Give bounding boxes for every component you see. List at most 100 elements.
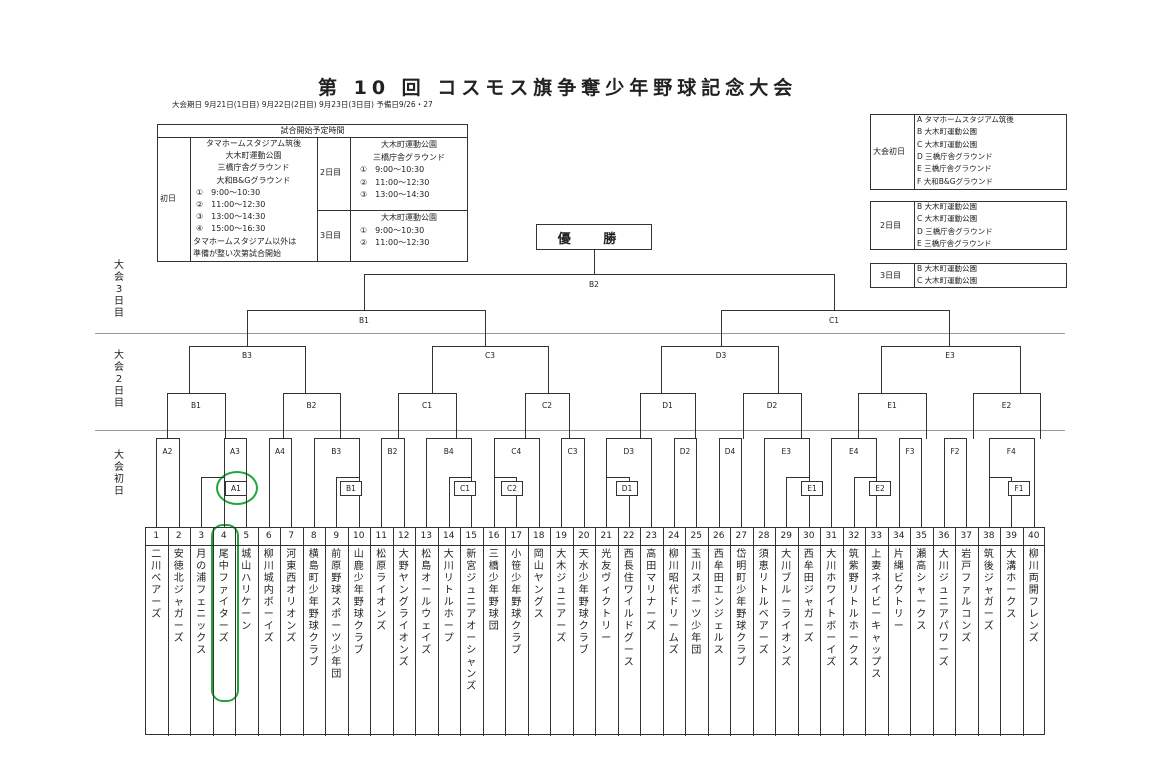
venue-box-day2 xyxy=(870,201,1067,250)
team-number: 25 xyxy=(690,531,702,541)
team-name: 三橋少年野球団 xyxy=(488,549,499,632)
bracket-line xyxy=(661,346,662,394)
team-number: 34 xyxy=(893,531,905,541)
bracket-line xyxy=(865,527,866,736)
sub-match-box: F1 xyxy=(1008,481,1030,496)
match-label: A4 xyxy=(275,447,285,456)
team-number: 38 xyxy=(983,531,995,541)
match-label: C1 xyxy=(421,401,432,410)
bracket-line xyxy=(291,438,293,528)
bracket-line xyxy=(842,527,844,736)
venue-item: D 三橋庁舎グラウンド xyxy=(917,151,993,161)
event-dates: 大会期日 9月21日(1日目) 9月22日(2日目) 9月23日(3日目) 予備… xyxy=(172,100,433,109)
bracket-line xyxy=(167,393,168,439)
team-number: 14 xyxy=(443,531,455,541)
team-name: 筑紫野リトルホークス xyxy=(848,549,859,668)
sub-match-box: C1 xyxy=(454,481,476,496)
bracket-line xyxy=(673,438,698,439)
bracket-line xyxy=(302,527,304,736)
team-number: 29 xyxy=(780,531,792,541)
team-name: 安徳北ジャガーズ xyxy=(173,549,184,644)
bracket-line xyxy=(201,477,203,528)
venue-item: C 大木町運動公園 xyxy=(917,214,978,224)
team-number: 36 xyxy=(938,531,950,541)
bracket-line xyxy=(212,527,214,736)
section-day1-label: 大会初日 xyxy=(114,450,124,497)
day3-schedule-line: 大木町運動公園 xyxy=(381,213,437,222)
section-separator xyxy=(95,430,1065,431)
bracket-line xyxy=(853,477,878,478)
bracket-line xyxy=(898,438,900,528)
bracket-line xyxy=(525,393,526,439)
team-number: 24 xyxy=(668,531,680,541)
day1-schedule-line: タマホームスタジアム以外は xyxy=(193,236,297,246)
bracket-line xyxy=(392,527,394,736)
bracket-line xyxy=(358,477,360,528)
bracket-line xyxy=(775,527,776,736)
bracket-line xyxy=(741,438,743,528)
bracket-line xyxy=(493,477,518,478)
venue-item: B 大木町運動公園 xyxy=(917,202,978,211)
match-label: A3 xyxy=(230,447,240,456)
team-name: 須恵リトルベアーズ xyxy=(758,549,769,656)
bracket-line xyxy=(977,527,979,736)
bracket-line xyxy=(898,438,923,439)
bracket-line xyxy=(280,527,281,736)
match-label: C3 xyxy=(484,351,495,360)
match-label: B3 xyxy=(242,351,252,360)
bracket-line xyxy=(858,393,859,439)
page-title: 第 10 回 コスモス旗争奪少年野球記念大会 xyxy=(318,77,798,99)
team-name: 山鹿少年野球クラブ xyxy=(353,549,364,656)
team-number: 33 xyxy=(870,531,882,541)
bracket-line xyxy=(932,527,934,736)
team-name: 上妻ネイビーキャップス xyxy=(871,549,882,680)
match-label: E1 xyxy=(887,401,897,410)
team-name: 前原野球スポーツ少年団 xyxy=(331,549,342,680)
bracket-line xyxy=(313,438,315,528)
bracket-line xyxy=(881,346,1021,347)
team-name: 尾中ファイターズ xyxy=(218,549,229,644)
bracket-line xyxy=(283,393,284,439)
bracket-line xyxy=(606,477,608,528)
champion-box: 優 勝 xyxy=(536,224,652,250)
day2-schedule-line: 大木町運動公園 xyxy=(381,140,437,149)
team-name: 柳川昭代ドリームズ xyxy=(668,549,679,656)
bracket-line xyxy=(673,438,675,528)
bracket-line xyxy=(156,438,158,528)
bracket-line xyxy=(778,346,779,394)
bracket-line xyxy=(763,438,810,439)
bracket-line xyxy=(949,310,950,347)
team-name: 横島町少年野球クラブ xyxy=(308,549,319,668)
team-name: 新宮ジュニアオーシャンズ xyxy=(466,549,477,692)
bracket-line xyxy=(364,274,365,311)
bracket-line xyxy=(640,527,641,736)
match-label: B2 xyxy=(387,447,398,456)
bracket-line xyxy=(1020,346,1021,394)
team-name: 岱明町少年野球クラブ xyxy=(736,549,747,668)
match-label: E3 xyxy=(781,447,791,456)
team-name: 小笹少年野球クラブ xyxy=(511,549,522,656)
bracket-line xyxy=(834,274,835,311)
bracket-line xyxy=(730,527,731,736)
schedule-divider xyxy=(350,137,351,262)
team-name: 西長住ワイルドグース xyxy=(623,549,634,668)
day1-schedule-line: 大和B&Gグラウンド xyxy=(216,175,291,185)
team-number: 35 xyxy=(915,531,927,541)
bracket-line xyxy=(305,346,306,394)
venue-box-day3 xyxy=(870,263,1067,288)
bracket-line xyxy=(398,393,399,439)
team-number: 17 xyxy=(510,531,522,541)
venue-item: A タマホームスタジアム筑後 xyxy=(917,115,1014,124)
bracket-line xyxy=(398,393,457,394)
bracket-line xyxy=(471,477,473,528)
sub-match-box: E1 xyxy=(801,481,823,496)
match-label: B1 xyxy=(359,316,369,325)
team-name: 松島オールウェイズ xyxy=(421,549,432,656)
team-name: 岡山ヤングス xyxy=(533,549,544,620)
bracket-line xyxy=(988,477,1013,478)
day3-schedule-line: ② 11:00〜12:30 xyxy=(360,238,430,247)
bracket-line xyxy=(381,438,383,528)
bracket-line xyxy=(505,527,506,736)
venue-box-day1 xyxy=(870,114,1067,190)
venue-item: C 大木町運動公園 xyxy=(917,139,978,149)
